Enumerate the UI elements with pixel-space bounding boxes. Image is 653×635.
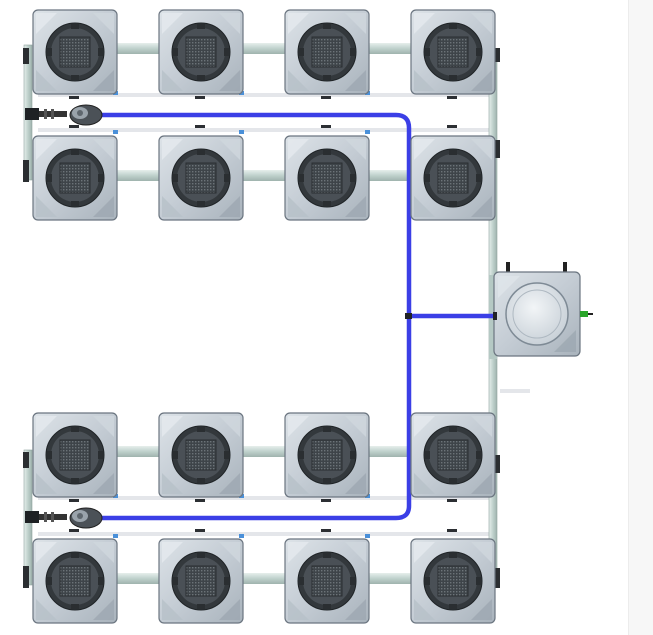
- horizontal-pipes: [110, 43, 417, 584]
- grow-pot-icon: [32, 412, 118, 498]
- net-cup: [437, 36, 469, 68]
- pipe: [236, 43, 291, 54]
- net-cup: [311, 36, 343, 68]
- drain-line: [38, 128, 490, 132]
- feed-line: [95, 112, 494, 521]
- net-cup: [59, 439, 91, 471]
- connector-marker: [365, 534, 370, 538]
- pipe: [236, 170, 291, 181]
- pipe: [236, 573, 291, 584]
- net-cup: [185, 439, 217, 471]
- net-cup: [311, 439, 343, 471]
- connector-marker: [239, 534, 244, 538]
- grow-pot-icon: [284, 412, 370, 498]
- net-cup: [59, 162, 91, 194]
- net-cup: [59, 36, 91, 68]
- side-panel-strip: [628, 0, 653, 635]
- spacer-ticks: [69, 96, 457, 532]
- pipe: [110, 573, 165, 584]
- pipe: [110, 43, 165, 54]
- pipe: [362, 446, 417, 457]
- net-cup: [185, 36, 217, 68]
- grow-pot-icon: [158, 135, 244, 221]
- drain-line: [500, 389, 530, 393]
- grow-pot-icon: [410, 9, 496, 95]
- net-cup: [437, 162, 469, 194]
- grow-pot-icon: [158, 412, 244, 498]
- inlet-pump-icon: [25, 507, 103, 529]
- drain-line: [38, 496, 490, 500]
- grow-pot-icon: [32, 9, 118, 95]
- grow-pot-icon: [410, 412, 496, 498]
- net-cup: [437, 565, 469, 597]
- net-cup: [185, 565, 217, 597]
- net-cup: [185, 162, 217, 194]
- drain-lines: [38, 93, 530, 536]
- grow-pot-icon: [410, 135, 496, 221]
- pipe: [362, 573, 417, 584]
- grow-pot-icon: [158, 9, 244, 95]
- net-cup: [59, 565, 91, 597]
- pot-grid: [32, 9, 496, 624]
- grow-pot-icon: [410, 538, 496, 624]
- grow-pot-icon: [158, 538, 244, 624]
- grow-pot-icon: [284, 538, 370, 624]
- net-cup: [311, 162, 343, 194]
- grow-pot-icon: [284, 135, 370, 221]
- left-manifold: [23, 44, 33, 588]
- connector-marker: [365, 130, 370, 134]
- grow-pot-icon: [284, 9, 370, 95]
- connector-marker: [113, 130, 118, 134]
- inlet-pump-icon: [25, 104, 103, 126]
- pipe: [110, 170, 165, 181]
- pipe: [362, 170, 417, 181]
- grow-pot-icon: [32, 135, 118, 221]
- tank-lid: [505, 282, 569, 346]
- pipe: [362, 43, 417, 54]
- connector-marker: [113, 534, 118, 538]
- net-cup: [437, 439, 469, 471]
- drain-line: [38, 93, 490, 97]
- pipe: [110, 446, 165, 457]
- pipe: [236, 446, 291, 457]
- connector-marker: [239, 130, 244, 134]
- drain-line: [38, 532, 490, 536]
- grow-pot-icon: [32, 538, 118, 624]
- hydroponic-layout-canvas: [23, 9, 593, 624]
- net-cup: [311, 565, 343, 597]
- reservoir-tank-icon: [493, 262, 593, 357]
